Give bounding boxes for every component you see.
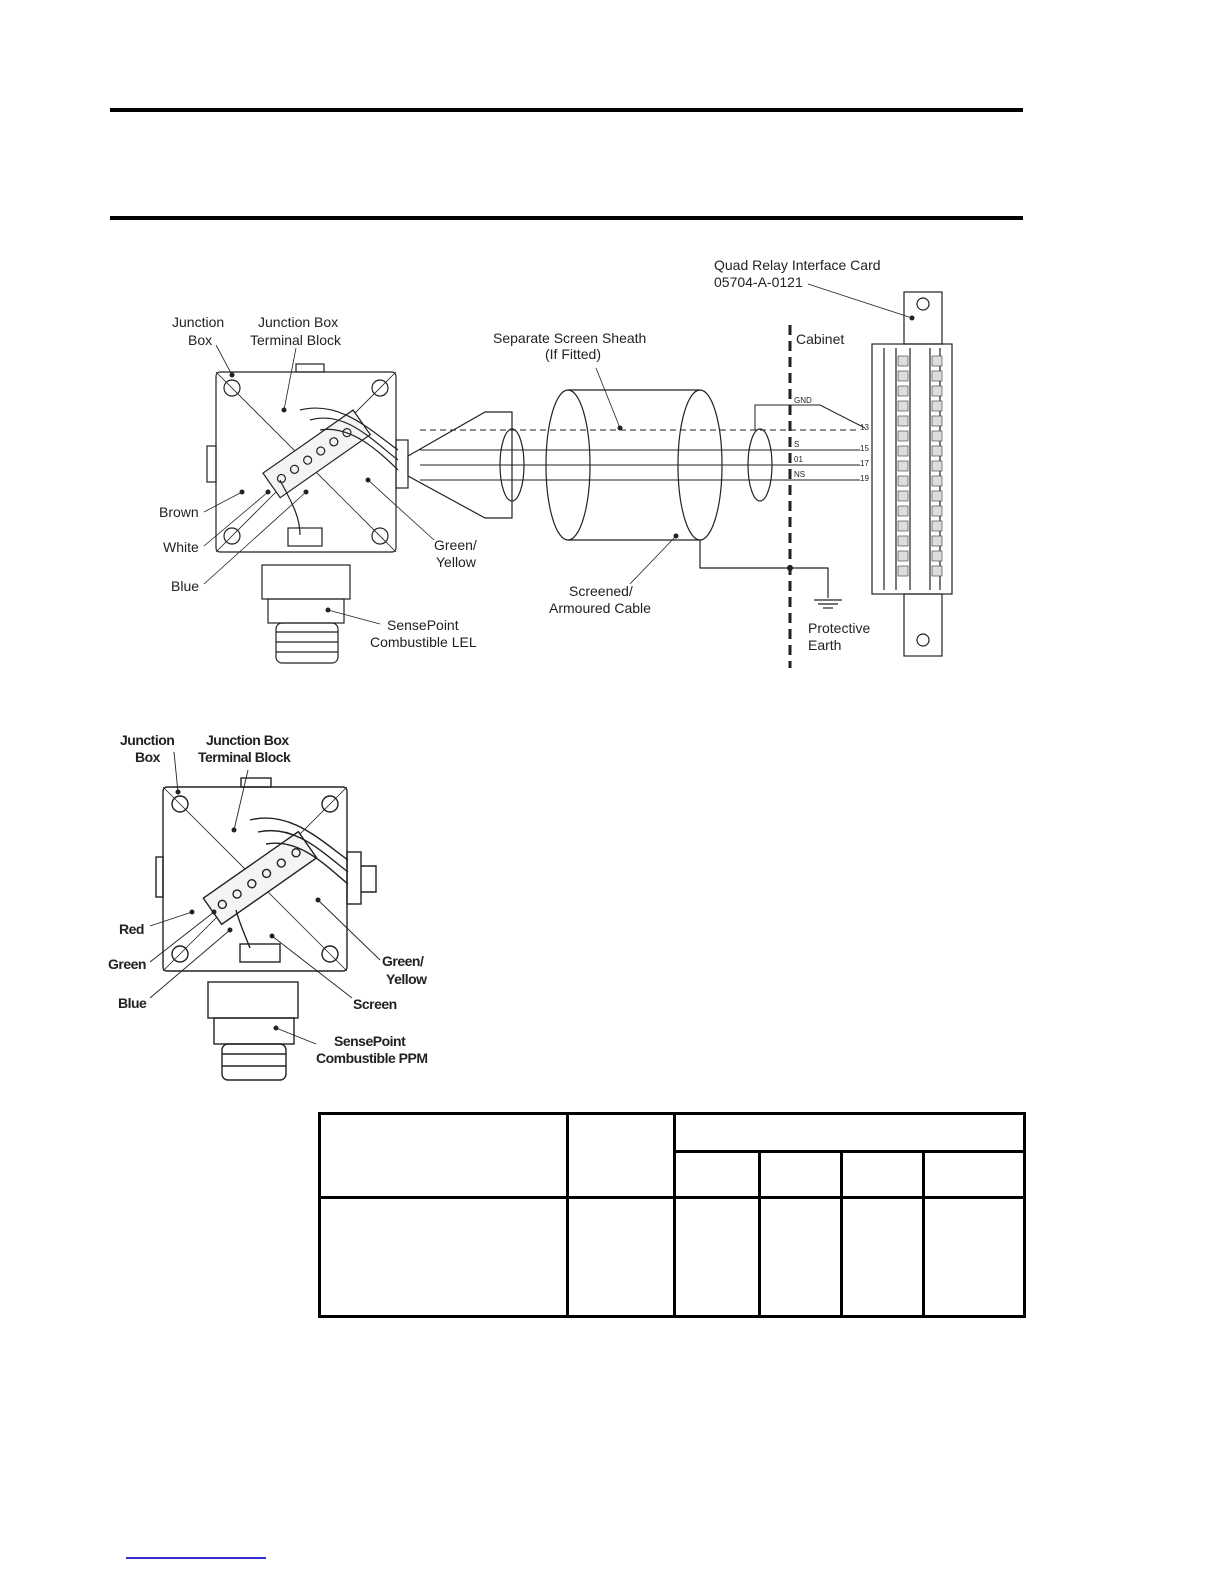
ppm-junction-box-label-1: Junction [120,732,174,748]
table-subheader-cell [840,1150,925,1199]
screen-label: Screen [353,996,397,1012]
lel-wiring-diagram: Quad Relay Interface Card 05704-A-0121 J… [159,257,953,668]
ns-label: NS [794,470,805,479]
term-19-label: 19 [860,474,869,483]
lel-junction-box [206,363,409,553]
table-subheader-cell [758,1150,843,1199]
term-17-label: 17 [860,459,869,468]
lel-terminal-block-label-2: Terminal Block [250,332,342,348]
ppm-wiring-diagram: Junction Box Junction Box Terminal Block… [108,732,428,1081]
ppm-green-yellow-label-1: Green/ [382,953,424,969]
table-header-cell [318,1112,569,1199]
cable-label-2: Armoured Cable [549,600,651,616]
ppm-terminal-block [202,830,318,926]
ppm-junction-box-label-2: Box [135,749,161,765]
table-header-cell [673,1112,1026,1153]
table-cell [318,1196,569,1318]
quad-relay-card [871,291,953,657]
lel-green-yellow-label-1: Green/ [434,537,477,553]
table-cell [566,1196,676,1318]
table-header-cell [566,1112,676,1199]
ppm-sensor-label-1: SensePoint [334,1033,406,1049]
cable-label-1: Screened/ [569,583,633,599]
sheath-label-2: (If Fitted) [545,346,601,362]
table-subheader-cell [673,1150,761,1199]
ppm-sensor-label-2: Combustible PPM [316,1050,428,1066]
earth-label-1: Protective [808,620,870,636]
lel-terminal-block [262,409,372,499]
lel-terminal-block-label-1: Junction Box [258,314,338,330]
ppm-sensor [207,981,299,1081]
quad-relay-label-1: Quad Relay Interface Card [714,257,881,273]
ppm-terminal-block-label-2: Terminal Block [198,749,291,765]
lel-sensor-label-2: Combustible LEL [370,634,477,650]
table-cell [758,1196,843,1318]
ppm-blue-label: Blue [118,995,147,1011]
table-cell [922,1196,1026,1318]
table-row [318,1196,1026,1318]
term-15-label: 15 [860,444,869,453]
ppm-junction-box [155,777,377,972]
term-13-label: 13 [860,423,869,432]
lel-green-yellow-label-2: Yellow [436,554,477,570]
o1-label: 01 [794,455,803,464]
white-label: White [163,539,199,555]
s-label: S [794,440,799,449]
lel-sensor [261,564,351,664]
gnd-label: GND [794,396,812,405]
brown-label: Brown [159,504,199,520]
header-rule-bottom [110,216,1023,220]
quad-relay-label-2: 05704-A-0121 [714,274,803,290]
ppm-green-yellow-label-2: Yellow [386,971,427,987]
lel-junction-box-label-1: Junction [172,314,224,330]
table-subheader-row [320,1150,1026,1199]
table-subheader-cell [922,1150,1026,1199]
header-rule-top [110,108,1023,112]
green-label: Green [108,956,146,972]
lel-blue-label: Blue [171,578,199,594]
table-cell [673,1196,761,1318]
lel-junction-box-label-2: Box [188,332,212,348]
spec-table [318,1112,1026,1318]
table-cell [840,1196,925,1318]
footer-link-underline[interactable] [126,1557,266,1559]
ppm-terminal-block-label-1: Junction Box [206,732,289,748]
sheath-label-1: Separate Screen Sheath [493,330,646,346]
lel-sensor-label-1: SensePoint [387,617,459,633]
cabinet-label: Cabinet [796,331,844,347]
red-label: Red [119,921,144,937]
table-header-row [318,1112,1026,1199]
earth-label-2: Earth [808,637,841,653]
